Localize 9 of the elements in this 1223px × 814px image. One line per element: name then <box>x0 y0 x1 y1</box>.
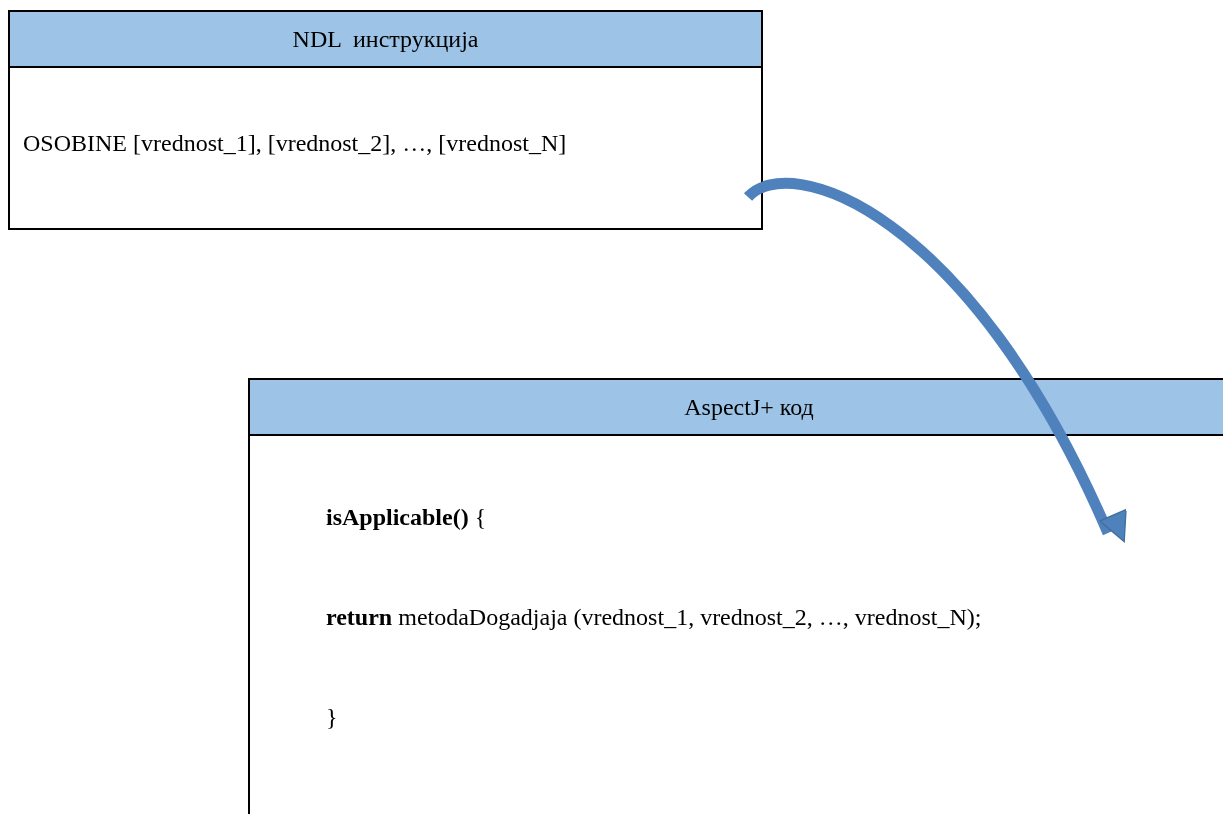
code-line: } <box>326 704 338 731</box>
code-line: isApplicable() { <box>326 504 487 531</box>
table-box <box>8 10 763 230</box>
header-title: AspectJ+ код <box>684 393 814 421</box>
code-line: return metodaDogadjaja (vrednost_1, vrednost_2, …, vrednost_N); <box>326 604 982 631</box>
table-box <box>248 378 1223 814</box>
instruction-text: OSOBINE [vrednost_1], [vrednost_2], …, [vrednost_N] <box>23 130 567 157</box>
curved-arrow <box>744 178 1126 542</box>
header-title: NDL инструкција <box>292 25 479 53</box>
